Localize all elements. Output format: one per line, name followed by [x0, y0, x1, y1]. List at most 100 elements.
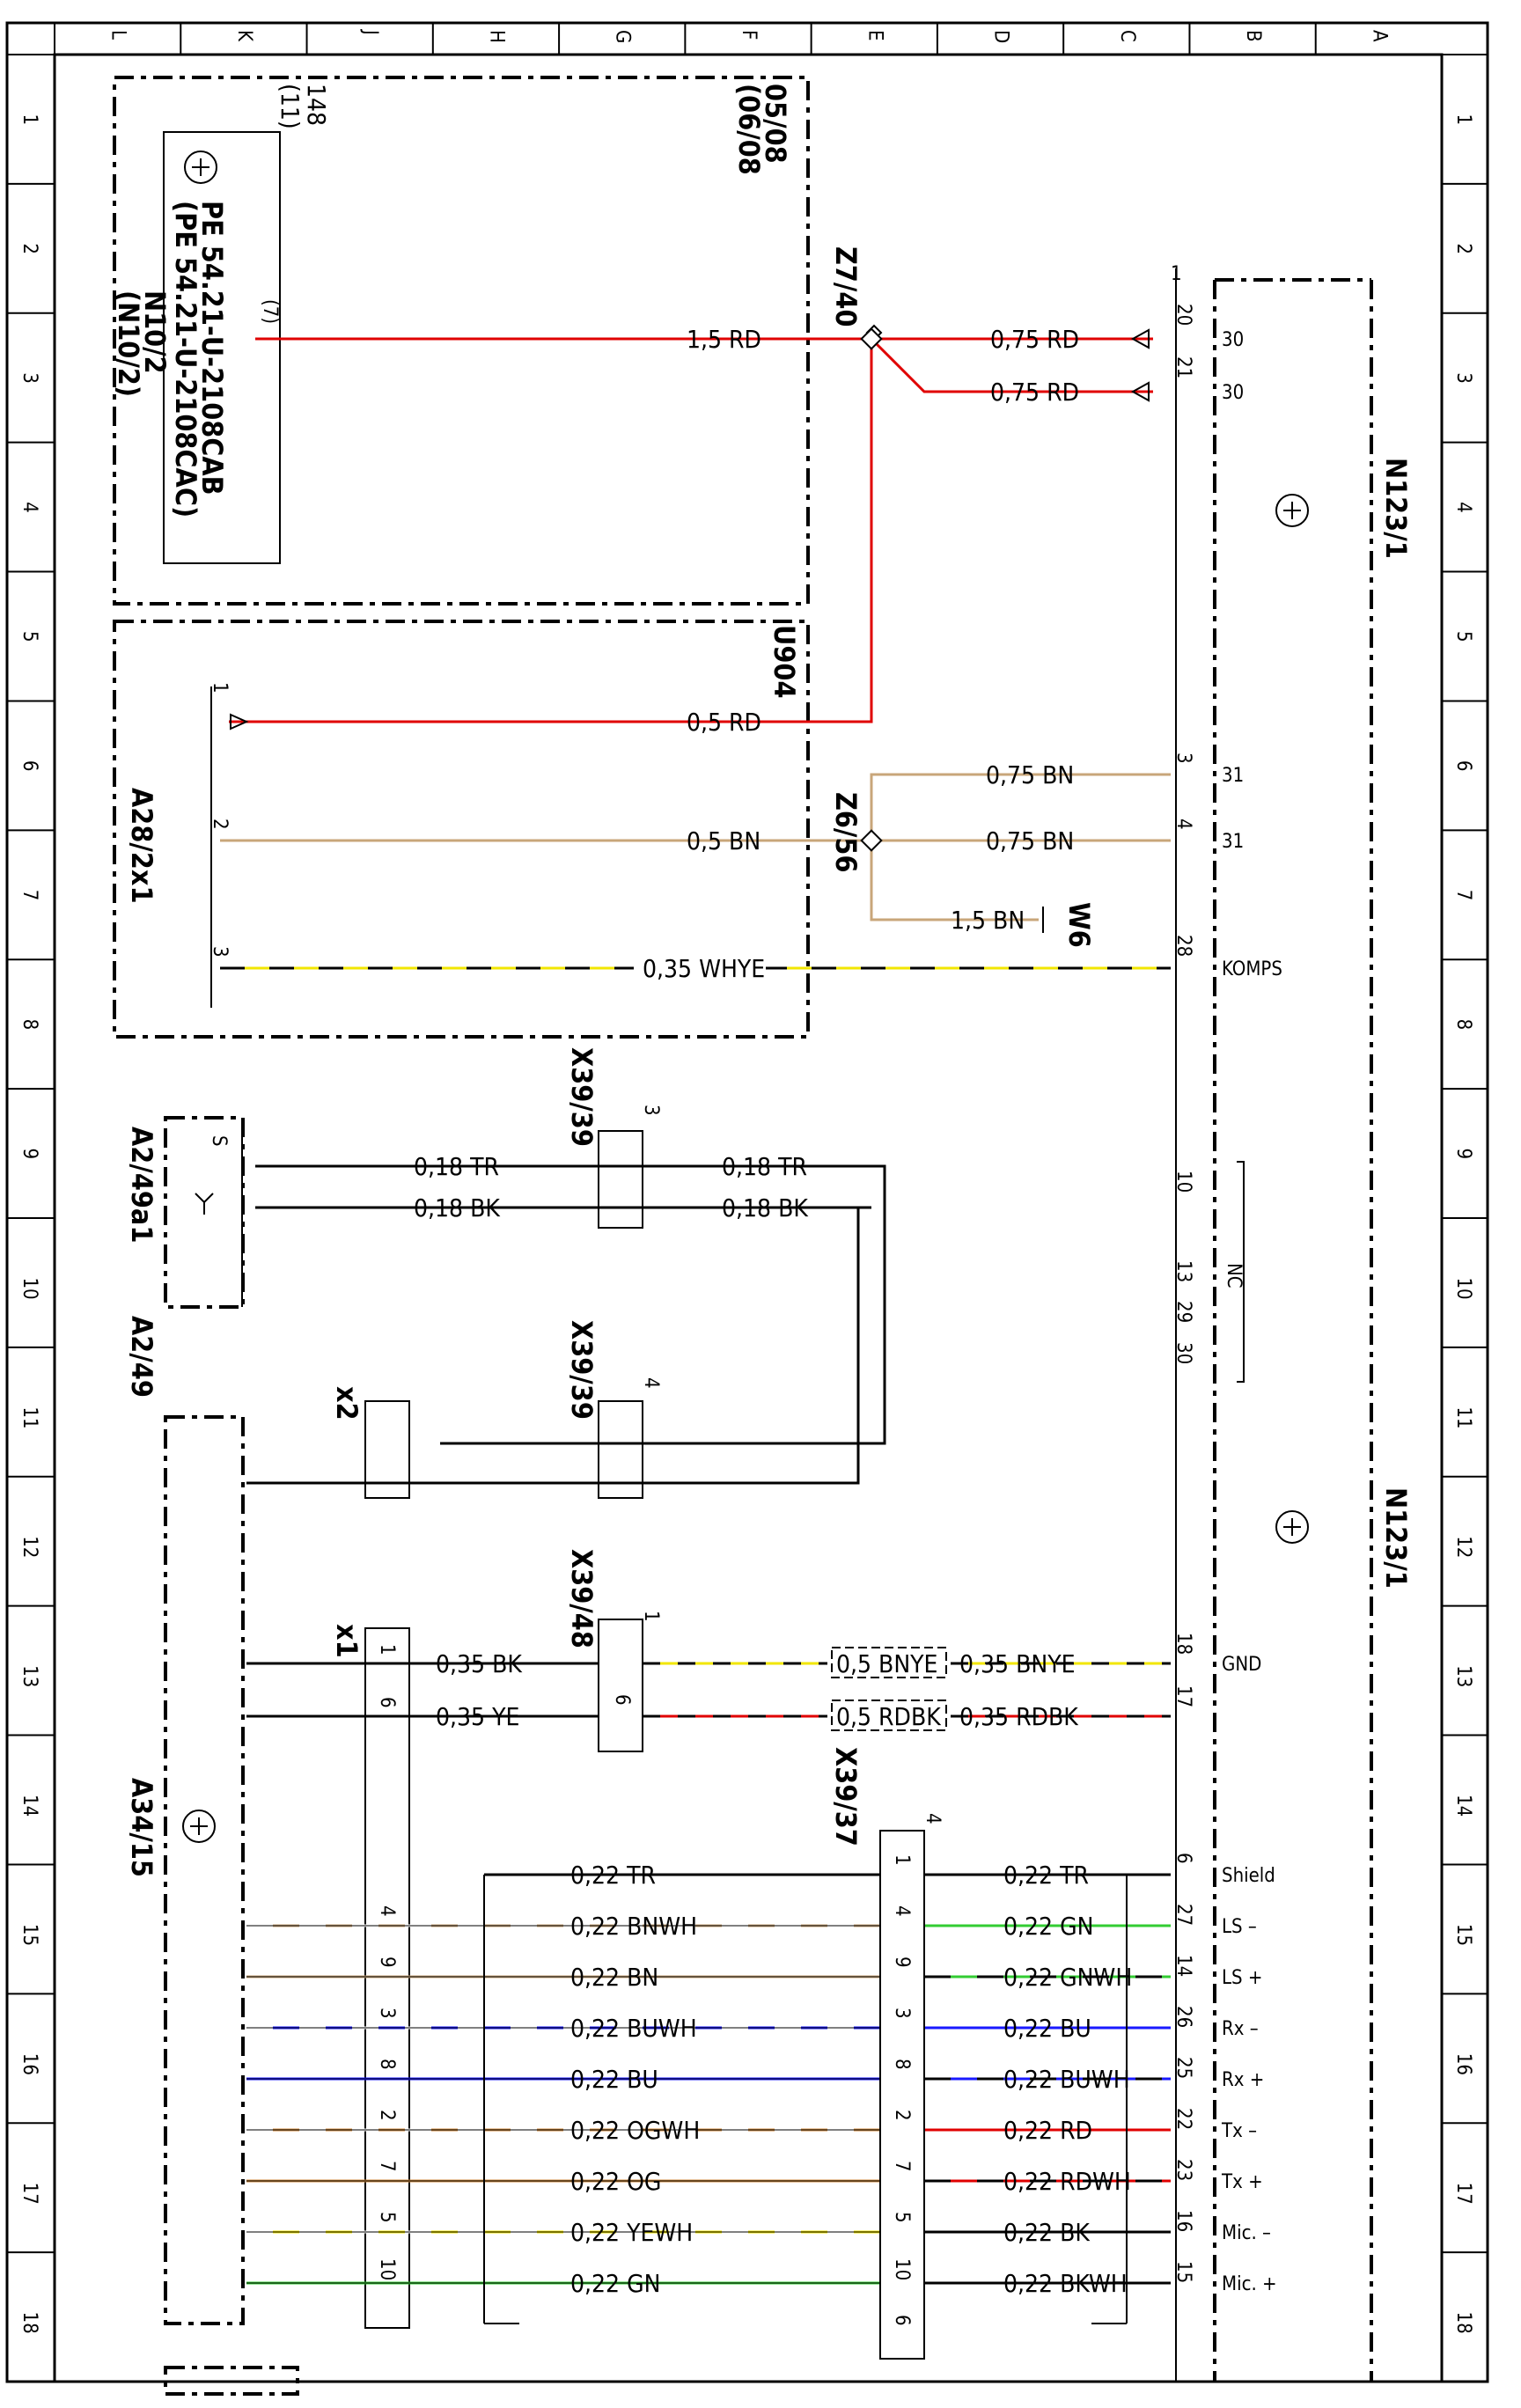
row-number: 13	[18, 1665, 40, 1687]
wire-label: 0,35 YE	[436, 1702, 519, 1731]
row-number: 6	[1452, 760, 1474, 772]
pin-label: Shield	[1222, 1865, 1275, 1887]
a28-label: A28/2x1	[125, 788, 158, 903]
wire-label: 0,22 YEWH	[570, 2218, 693, 2247]
pin-label: GND	[1222, 1654, 1261, 1676]
wire-label: 0,22 GNWH	[1003, 1963, 1132, 1992]
pin-number: 16	[1172, 2210, 1194, 2232]
row-number: 14	[18, 1795, 40, 1817]
pin-label: LS –	[1222, 1916, 1257, 1938]
pin-number: 2	[209, 819, 231, 830]
pin-label: Rx –	[1222, 2018, 1259, 2040]
pin-number: 1	[640, 1611, 662, 1622]
row-number: 18	[1452, 2312, 1474, 2334]
z6-label: Z6/56	[829, 792, 863, 872]
x39-37-label: X39/37	[829, 1747, 863, 1846]
wire-label: 0,22 TR	[1003, 1861, 1089, 1890]
column-letter: G	[612, 30, 634, 43]
column-letter: H	[485, 30, 507, 43]
pe-part-number: PE 54.21-U-2108CAB	[195, 201, 229, 496]
wire-label: 0,18 TR	[722, 1152, 807, 1181]
n10-label-alt: (N10/2)	[112, 290, 145, 397]
wire-label: 0,22 RDWH	[1003, 2167, 1131, 2196]
bus-lines	[246, 1873, 1171, 2324]
pin-number: 4	[376, 1905, 398, 1917]
wire-label: 0,22 TR	[570, 1861, 656, 1890]
transistor-icon	[1275, 494, 1309, 527]
pin-number: 6	[1172, 1853, 1194, 1864]
row-number: 8	[1452, 1019, 1474, 1031]
column-letter: C	[1116, 30, 1138, 42]
row-number: 9	[1452, 1149, 1474, 1160]
pin-number: 2	[376, 2110, 398, 2121]
pin-label: 30	[1222, 329, 1244, 351]
n123-pin-labels: 30 30 31 31 KOMPS GND Shield LS – LS + R…	[208, 329, 1282, 2295]
pin-number: 18	[1172, 1633, 1194, 1655]
a34-label: A34/15	[125, 1778, 158, 1877]
pin-number: 1	[376, 1644, 398, 1656]
column-letter: D	[990, 30, 1012, 43]
pin-number: 4	[1172, 819, 1194, 830]
wire-label: 0,18 BK	[722, 1193, 809, 1222]
wire-label: 0,18 BK	[414, 1193, 501, 1222]
pin-number: 5	[891, 2212, 913, 2223]
x1-label: x1	[330, 1624, 364, 1658]
wire-label: 0,5 RDBK	[836, 1702, 942, 1731]
wire-label: 0,75 RD	[990, 325, 1079, 354]
wire-label: 0,22 OG	[570, 2167, 661, 2196]
column-letter: K	[233, 30, 255, 42]
wire-label: 0,22 BN	[570, 1963, 658, 1992]
a2-49-label: A2/49	[125, 1316, 158, 1398]
x39-48: x1 X39/48 0,35 BK 0,35 YE 0,5 BNYE 0,5 R…	[246, 1549, 1171, 2329]
transistor-icon	[184, 150, 217, 184]
pin-number: 1	[209, 682, 231, 694]
row-number: 2	[18, 243, 40, 254]
wire-label: 0,22 GN	[1003, 1912, 1093, 1941]
date-from: 05/08	[759, 84, 792, 164]
pin-label: Tx –	[1221, 2120, 1257, 2142]
x39-48-label: X39/48	[565, 1549, 599, 1648]
pin-number: 4	[922, 1813, 944, 1824]
pin-number: 8	[376, 2059, 398, 2070]
pin-number: 10	[376, 2258, 398, 2280]
row-number: 15	[18, 1924, 40, 1946]
row-number: 10	[18, 1277, 40, 1299]
wire-label: 1,5 RD	[687, 325, 761, 354]
row-number: 16	[18, 2053, 40, 2075]
shield-label: S	[208, 1135, 230, 1147]
wire-label: 0,75 BN	[986, 760, 1074, 789]
a2-49a1: A2/49a1 A2/49 0,18 TR 0,18 BK 0,18 TR 0,…	[125, 1047, 886, 1485]
pin-number: 2	[891, 2110, 913, 2121]
u904-label: U904	[768, 625, 801, 698]
wire-label: 0,35 WHYE	[643, 954, 765, 983]
row-number: 13	[1452, 1665, 1474, 1687]
row-number: 14	[1452, 1795, 1474, 1817]
x39-39b-label: X39/39	[565, 1320, 599, 1420]
pin-number: 14	[1172, 1955, 1194, 1977]
wire-label: 0,18 TR	[414, 1152, 499, 1181]
transistor-icon	[1275, 1510, 1309, 1544]
pin-number: 3	[376, 2008, 398, 2019]
row-number: 5	[1452, 631, 1474, 642]
pin-7: (7)	[259, 299, 281, 324]
wire-label: 0,22 BU	[570, 2065, 658, 2094]
pin-number: 7	[891, 2161, 913, 2172]
row-number: 16	[1452, 2053, 1474, 2075]
wire-label: 0,22 BKWH	[1003, 2269, 1128, 2298]
pin-number: 6	[891, 2315, 913, 2326]
pin-label: KOMPS	[1222, 958, 1282, 980]
n123-pin-numbers: 20 21 3 4 28 10 13 29 30 18 17 6 27 14 2…	[1172, 304, 1194, 2283]
pin-number: 3	[891, 2008, 913, 2019]
pin-number: 10	[1172, 1171, 1194, 1193]
box-148: 148 (11) 05/08 (06/08 PE 54.21-U-2108CAB…	[112, 76, 810, 606]
a34-15: A34/15 x2 X39/39	[125, 1320, 643, 2325]
row-number: 12	[1452, 1536, 1474, 1558]
row-number: 1	[18, 114, 40, 125]
pin-number: 6	[611, 1694, 633, 1706]
column-letter: J	[359, 28, 381, 35]
wire-komps: 0,35 WHYE	[220, 952, 1171, 983]
transistor-icon	[182, 1810, 216, 1843]
pin-number: 3	[1172, 752, 1194, 764]
